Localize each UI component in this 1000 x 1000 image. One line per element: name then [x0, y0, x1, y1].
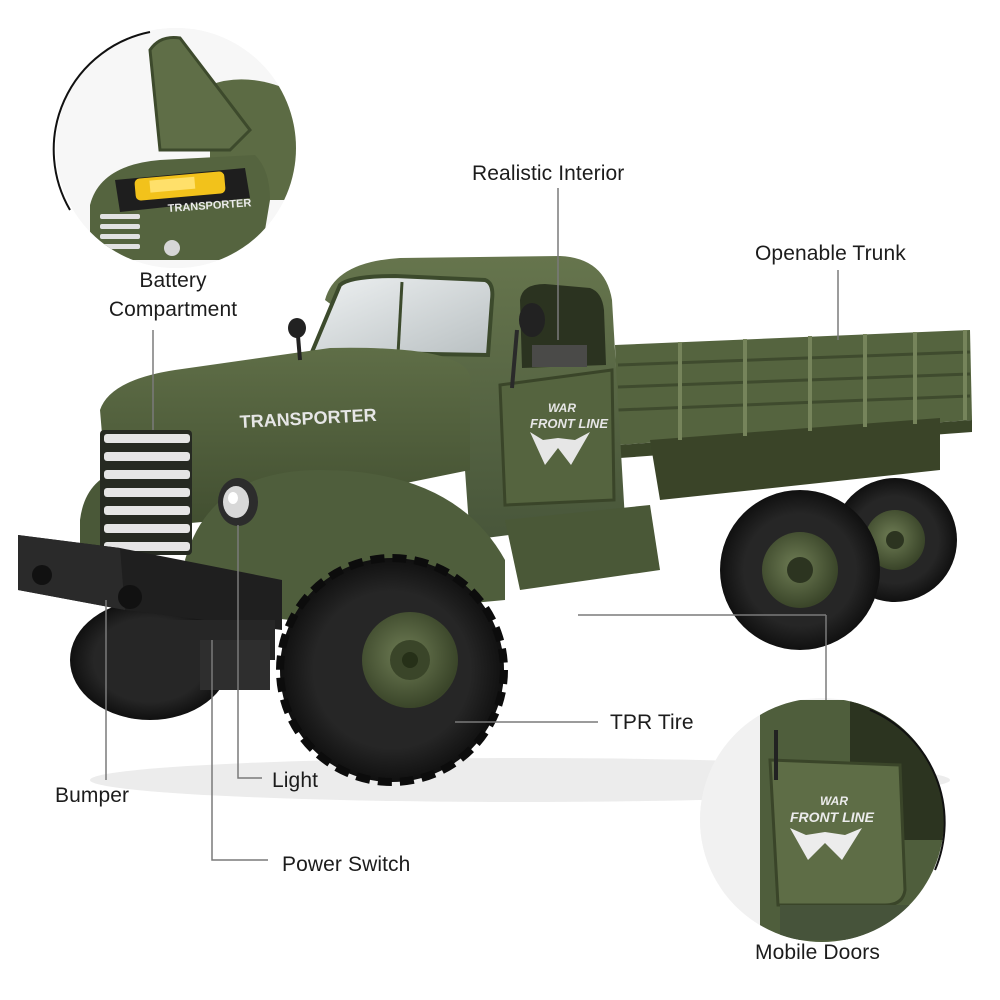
windshield — [309, 273, 495, 358]
label-power-switch: Power Switch — [282, 853, 411, 876]
label-battery-compartment-line1: Battery — [139, 269, 207, 292]
front-bumper — [18, 535, 282, 690]
inset-door-emblem — [790, 828, 862, 860]
rear-wheel-near — [720, 490, 880, 650]
cargo-bed — [615, 330, 972, 500]
open-lid — [148, 36, 252, 152]
label-realistic-interior: Realistic Interior — [472, 162, 625, 185]
horn-lamp — [288, 318, 306, 361]
mobile-doors-inset: WAR FRONT LINE — [700, 698, 946, 942]
label-battery-compartment: Battery Compartment — [100, 268, 246, 322]
label-light: Light — [272, 769, 319, 792]
label-openable-trunk: Openable Trunk — [755, 242, 906, 265]
label-mobile-doors: Mobile Doors — [755, 941, 880, 964]
door-emblem — [530, 432, 590, 465]
grille — [100, 430, 192, 555]
front-wheel-near — [276, 554, 508, 786]
cab — [309, 256, 660, 590]
battery-lid-decal: TRANSPORTER — [167, 197, 251, 215]
door-decal-line2: FRONT LINE — [530, 416, 608, 431]
leader-lines — [105, 188, 839, 861]
inset-door-decal-line2: FRONT LINE — [790, 809, 875, 825]
battery-compartment-inset: TRANSPORTER — [52, 28, 296, 268]
door-decal-line1: WAR — [548, 401, 576, 415]
label-bumper: Bumper — [55, 784, 130, 807]
headlight — [218, 478, 258, 526]
inset-door-decal-line1: WAR — [820, 794, 848, 808]
label-battery-compartment-line2: Compartment — [108, 298, 238, 322]
label-tpr-tire: TPR Tire — [610, 711, 694, 734]
cab-door — [498, 368, 616, 507]
open-door — [768, 758, 907, 907]
